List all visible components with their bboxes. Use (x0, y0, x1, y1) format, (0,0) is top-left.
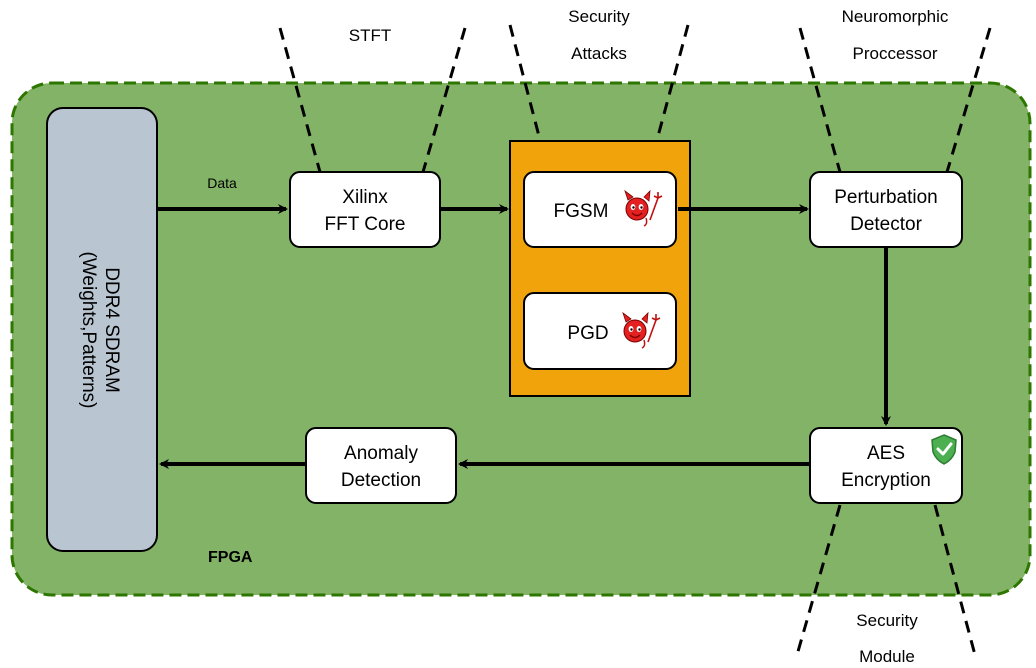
security-module-label-line1: Security (856, 611, 918, 630)
stft-label: STFT (349, 26, 392, 45)
fgsm-block (523, 171, 677, 248)
stft-zoom-line-right (421, 27, 467, 173)
perturbation-label-line1: Perturbation (834, 187, 938, 208)
anomaly-detection-block (305, 427, 457, 504)
neuromorphic-label-line1: Neuromorphic (842, 7, 949, 26)
aes-label-line1: AES (867, 443, 905, 464)
shield-check-icon (931, 434, 957, 465)
devil-icon (624, 189, 663, 227)
ddr4-label-line2: (Weights,Patterns) (78, 252, 99, 409)
ddr4-label-line1: DDR4 SDRAM (101, 267, 122, 393)
fft-core-block (289, 171, 441, 248)
stft-zoom-line-left (278, 27, 322, 173)
security-attacks-label-line1: Security (568, 7, 630, 26)
ddr4-sdram-block (46, 107, 158, 552)
fft-core-label-line1: Xilinx (342, 187, 388, 208)
data-label: Data (207, 175, 237, 191)
neuromorphic-zoom-line-right (945, 27, 992, 173)
perturbation-label-line2: Detector (850, 214, 922, 235)
ddr4-label: DDR4 SDRAM (Weights,Patterns) (78, 252, 122, 409)
perturbation-detector-block (809, 171, 963, 248)
security-module-label-line2: Module (859, 647, 915, 666)
fpga-label: FPGA (208, 549, 253, 566)
security-attacks-label-line2: Attacks (571, 44, 627, 63)
aes-encryption-block (809, 427, 963, 504)
fgsm-label: FGSM (554, 201, 609, 222)
neuromorphic-zoom-line-left (798, 27, 842, 173)
pgd-block (523, 292, 677, 370)
anomaly-label-line1: Anomaly (344, 443, 418, 464)
fft-core-label-line2: FFT Core (325, 214, 406, 235)
anomaly-label-line2: Detection (341, 470, 421, 491)
security-module-zoom-line-right (933, 504, 977, 656)
aes-label-line2: Encryption (841, 470, 931, 491)
pgd-label: PGD (567, 323, 608, 344)
devil-icon (622, 311, 661, 349)
security-module-zoom-line-left (795, 504, 842, 656)
neuromorphic-label-line2: Proccessor (852, 44, 937, 63)
